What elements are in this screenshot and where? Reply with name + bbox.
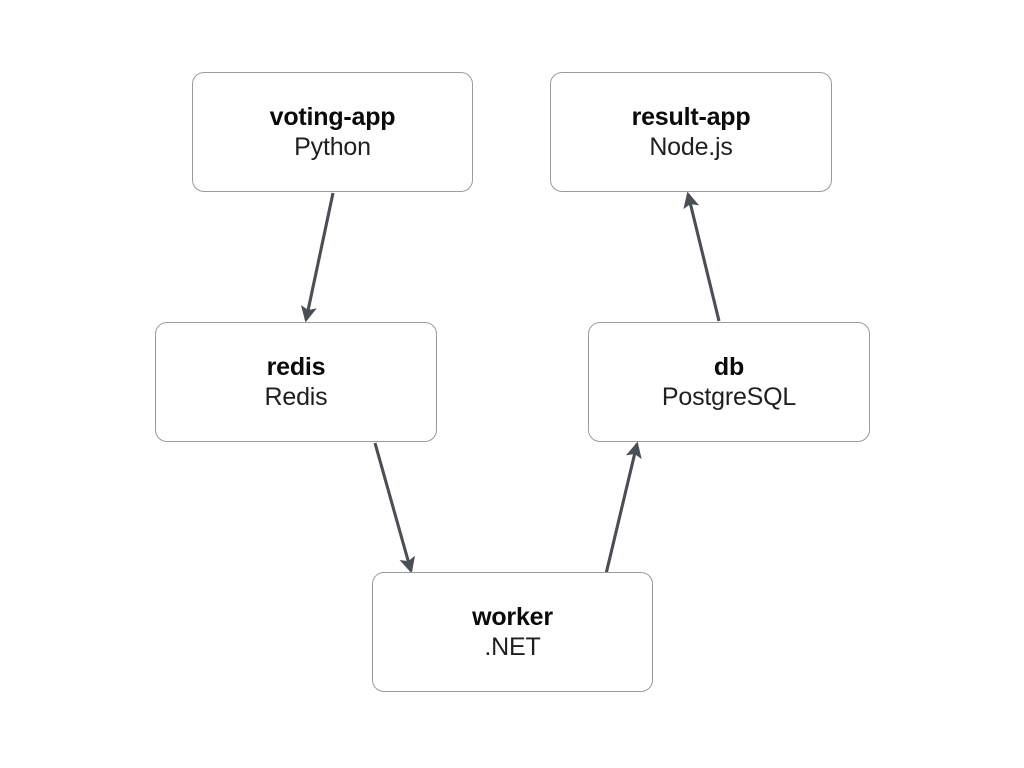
- edge-db-to-result-app: [683, 191, 721, 322]
- node-title: voting-app: [269, 102, 396, 131]
- node-worker[interactable]: worker .NET: [372, 572, 653, 692]
- node-voting-app[interactable]: voting-app Python: [192, 72, 473, 192]
- node-title: db: [713, 352, 745, 381]
- node-subtitle: Node.js: [649, 133, 733, 161]
- node-redis[interactable]: redis Redis: [155, 322, 437, 442]
- node-subtitle: .NET: [484, 633, 541, 661]
- node-result-app[interactable]: result-app Node.js: [550, 72, 832, 192]
- node-title: result-app: [631, 102, 751, 131]
- node-subtitle: Redis: [264, 383, 328, 411]
- node-db[interactable]: db PostgreSQL: [588, 322, 870, 442]
- node-subtitle: Python: [294, 133, 371, 161]
- node-title: redis: [266, 352, 326, 381]
- node-title: worker: [472, 602, 553, 631]
- node-subtitle: PostgreSQL: [661, 383, 797, 411]
- edge-voting-app-to-redis: [300, 192, 335, 323]
- edge-worker-to-db: [604, 441, 642, 575]
- edge-redis-to-worker: [373, 442, 416, 574]
